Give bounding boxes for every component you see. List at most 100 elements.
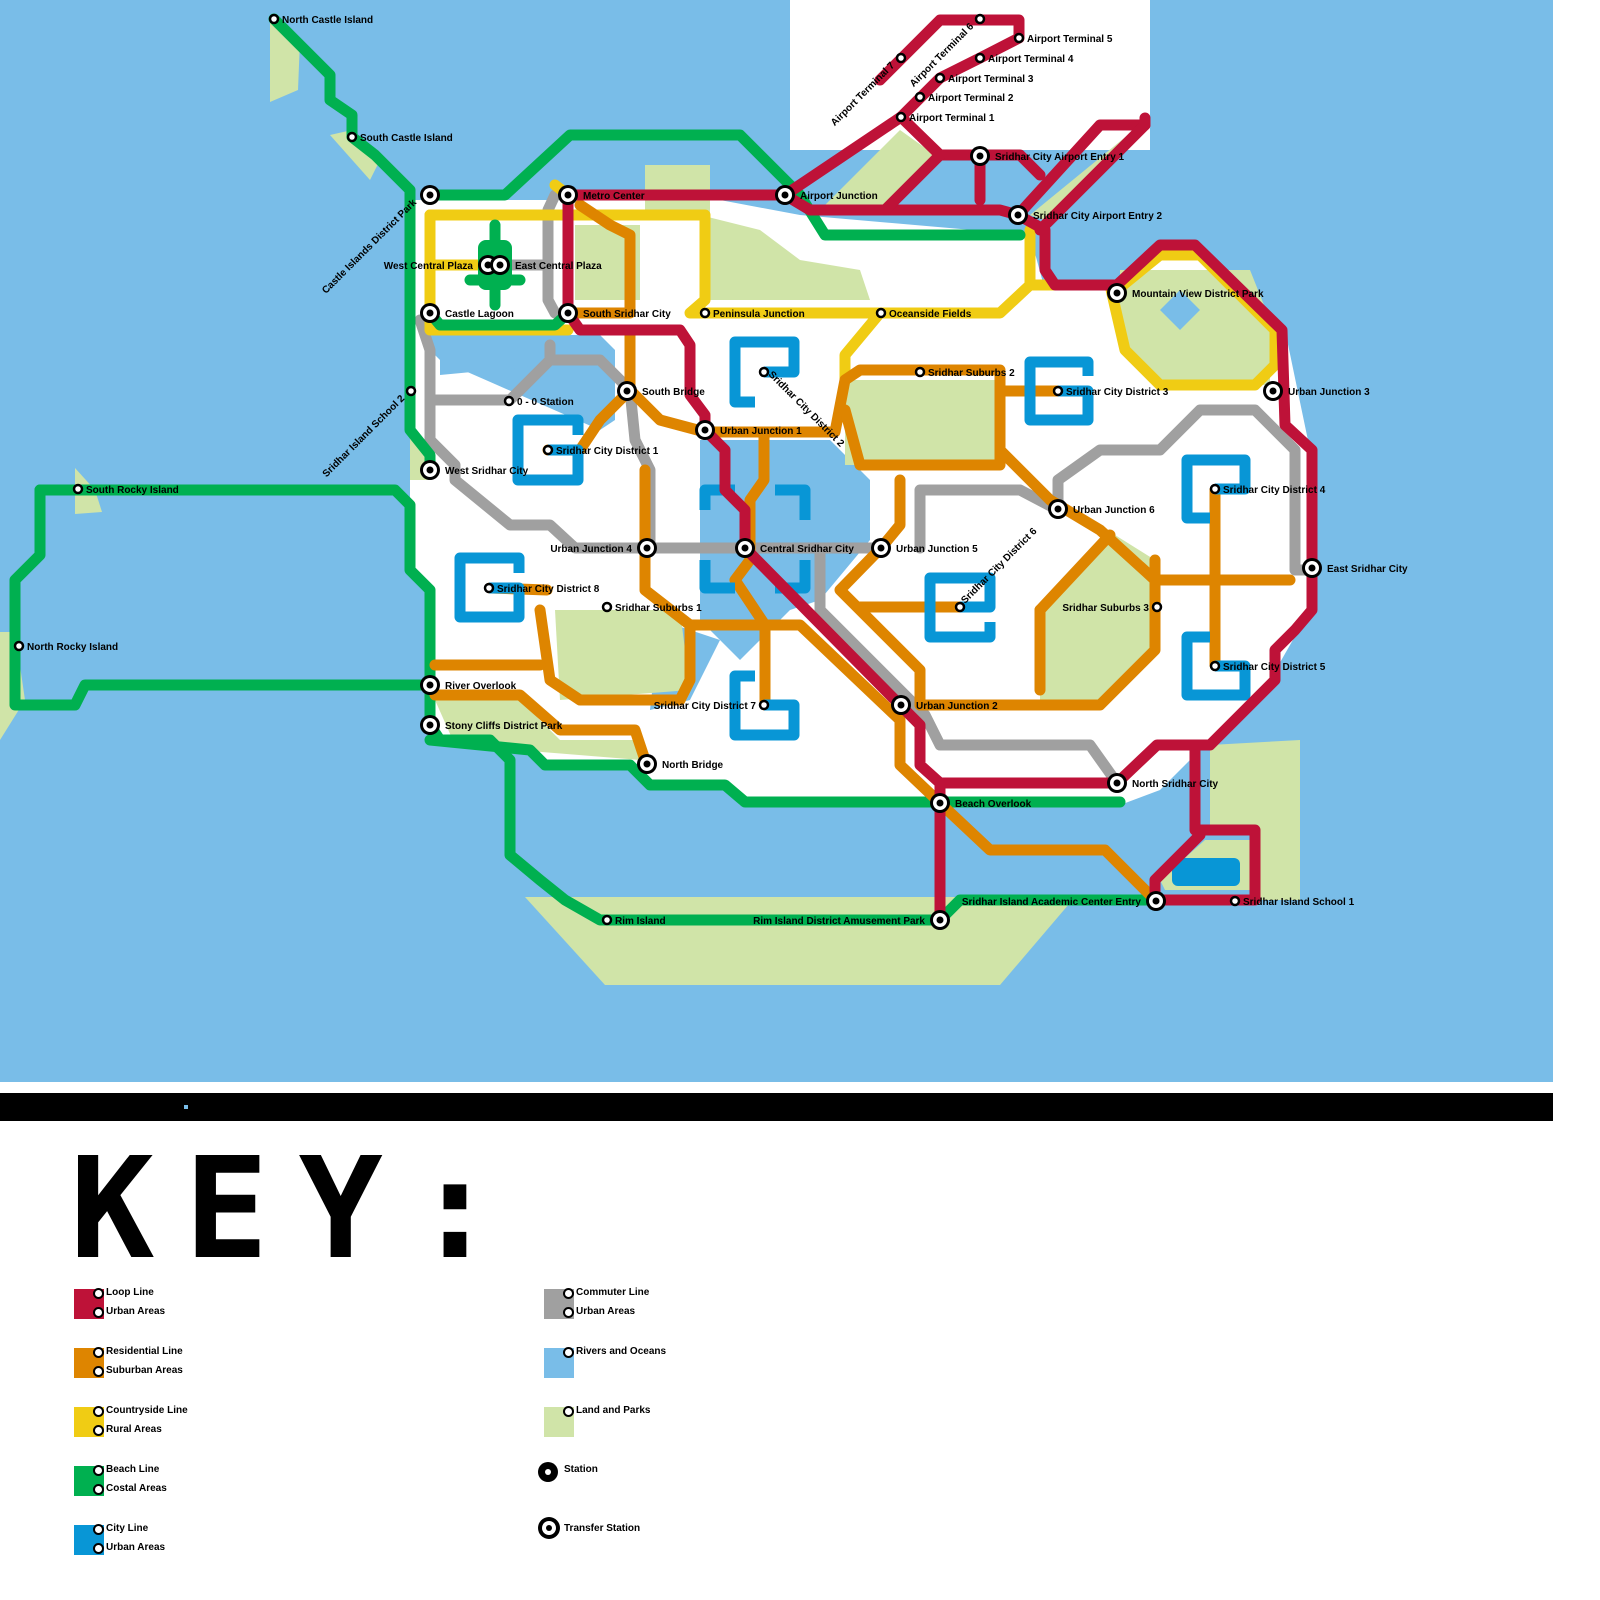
beach-line-segment-0: [268, 13, 436, 476]
legend-line-label: City Line: [106, 1523, 149, 1534]
station-sridhar-suburbs-2[interactable]: Sridhar Suburbs 2: [914, 366, 1015, 379]
station-icon: [13, 640, 25, 652]
station-north-rocky-island[interactable]: North Rocky Island: [13, 640, 118, 653]
station-beach-overlook[interactable]: Beach Overlook: [930, 793, 1032, 813]
station-label: Stony Cliffs District Park: [445, 721, 563, 732]
station-sridhar-city-airport-entry-1[interactable]: Sridhar City Airport Entry 1: [970, 146, 1125, 166]
station-sridhar-island-school-1[interactable]: Sridhar Island School 1: [1229, 895, 1355, 908]
city-line-segment-7: [454, 552, 525, 623]
station-label: Sridhar Suburbs 2: [928, 368, 1015, 379]
station-sridhar-suburbs-1[interactable]: Sridhar Suburbs 1: [601, 601, 702, 614]
transfer-center: [701, 426, 709, 434]
station-icon: [93, 1288, 104, 1299]
station-central-sridhar-city[interactable]: Central Sridhar City: [735, 538, 854, 558]
transfer-center: [1014, 211, 1022, 219]
station-urban-junction-3[interactable]: Urban Junction 3: [1263, 381, 1370, 401]
station-rim-island-district-amusement-park[interactable]: Rim Island District Amusement Park: [753, 910, 950, 930]
commuter-line-segment-6: [914, 404, 1318, 576]
station-south-sridhar-city[interactable]: South Sridhar City: [558, 303, 671, 323]
station-icon: [72, 483, 84, 495]
residential-line-segment-17: [1034, 529, 1116, 616]
station-sridhar-city-district-5[interactable]: Sridhar City District 5: [1209, 660, 1326, 673]
station-icon: [875, 307, 887, 319]
key-title: KEY:: [70, 1128, 528, 1291]
station-peninsula-junction[interactable]: Peninsula Junction: [699, 307, 805, 320]
station-icon: [93, 1425, 104, 1436]
station-north-sridhar-city[interactable]: North Sridhar City: [1107, 773, 1219, 793]
transfer-center: [741, 544, 749, 552]
transfer-center: [426, 309, 434, 317]
station-label: Sridhar City District 5: [1223, 662, 1326, 673]
station-stony-cliffs-district-park[interactable]: Stony Cliffs District Park: [420, 715, 563, 735]
station-icon: [563, 1288, 574, 1299]
station-label: Mountain View District Park: [1132, 289, 1264, 300]
station-west-sridhar-city[interactable]: West Sridhar City: [420, 460, 529, 480]
station-oceanside-fields[interactable]: Oceanside Fields: [875, 307, 972, 320]
transfer-center: [564, 309, 572, 317]
station-label: 0 - 0 Station: [517, 397, 574, 408]
station-metro-center[interactable]: Metro Center: [558, 185, 645, 205]
station-label: Urban Junction 1: [720, 426, 802, 437]
station-label: Airport Terminal 5: [1027, 34, 1113, 45]
station-airport-terminal-5[interactable]: Airport Terminal 5: [1013, 32, 1113, 45]
station-castle-lagoon[interactable]: Castle Lagoon: [420, 303, 514, 323]
station-label: South Sridhar City: [583, 309, 671, 320]
station-sridhar-suburbs-3[interactable]: Sridhar Suburbs 3: [1062, 601, 1163, 614]
station-urban-junction-5[interactable]: Urban Junction 5: [871, 538, 978, 558]
station-south-castle-island[interactable]: South Castle Island: [346, 131, 453, 144]
station-label: Oceanside Fields: [889, 309, 972, 320]
station-label: Sridhar City District 1: [556, 446, 659, 457]
transfer-center: [1054, 505, 1062, 513]
: [545, 1469, 551, 1475]
station-north-bridge[interactable]: North Bridge: [637, 754, 724, 774]
station-sridhar-city-district-4[interactable]: Sridhar City District 4: [1209, 483, 1326, 496]
station-north-castle-island[interactable]: North Castle Island: [268, 13, 373, 26]
station-urban-junction-2[interactable]: Urban Junction 2: [891, 695, 998, 715]
residential-line-segment-3: [839, 385, 1006, 471]
residential-line-segment-0: [562, 199, 636, 319]
countryside-line-segment-2: [839, 307, 886, 386]
station-south-rocky-island[interactable]: South Rocky Island: [72, 483, 179, 496]
station-urban-junction-1[interactable]: Urban Junction 1: [695, 420, 802, 440]
station-airport-terminal-3[interactable]: Airport Terminal 3: [934, 72, 1034, 85]
residential-line-segment-14: [834, 542, 926, 711]
station-icon: [563, 1406, 574, 1417]
station-label: North Castle Island: [282, 15, 373, 26]
station-sridhar-city-district-7[interactable]: Sridhar City District 7: [654, 699, 770, 712]
station-east-central-plaza[interactable]: East Central Plaza: [490, 255, 602, 275]
loop-line-segment-3: [779, 14, 1025, 201]
station-sridhar-city-airport-entry-2[interactable]: Sridhar City Airport Entry 2: [1008, 205, 1163, 225]
residential-line-segment-8: [639, 464, 1161, 906]
station-sridhar-island-academic-center-entry[interactable]: Sridhar Island Academic Center Entry: [962, 891, 1166, 911]
city-line-segment-5: [729, 336, 800, 408]
station-label: Airport Terminal 2: [928, 93, 1014, 104]
station-icon: [1052, 385, 1064, 397]
transfer-center: [564, 191, 572, 199]
station-label: Urban Junction 5: [896, 544, 978, 555]
legend-line-label: Beach Line: [106, 1464, 160, 1475]
station-icon: [503, 395, 515, 407]
station-urban-junction-6[interactable]: Urban Junction 6: [1048, 499, 1155, 519]
transfer-center: [426, 191, 434, 199]
park-land-1: [330, 130, 380, 180]
station-south-bridge[interactable]: South Bridge: [617, 381, 705, 401]
transfer-center: [426, 721, 434, 729]
station-sridhar-city-district-3[interactable]: Sridhar City District 3: [1052, 385, 1169, 398]
station-label: West Sridhar City: [445, 466, 529, 477]
station-rim-island[interactable]: Rim Island: [601, 914, 666, 927]
station-mountain-view-district-park[interactable]: Mountain View District Park: [1107, 283, 1264, 303]
station-airport-terminal-2[interactable]: Airport Terminal 2: [914, 91, 1014, 104]
station-sridhar-city-district-8[interactable]: Sridhar City District 8: [483, 582, 600, 595]
transfer-center: [1152, 897, 1160, 905]
station-airport-terminal-1[interactable]: Airport Terminal 1: [895, 111, 995, 124]
station-river-overlook[interactable]: River Overlook: [420, 675, 517, 695]
station-sridhar-city-district-1[interactable]: Sridhar City District 1: [542, 444, 659, 457]
station-airport-terminal-4[interactable]: Airport Terminal 4: [974, 52, 1074, 65]
station-east-sridhar-city[interactable]: East Sridhar City: [1302, 558, 1408, 578]
legend-item: Rivers and Oceans: [544, 1346, 844, 1388]
station-0-0-station[interactable]: 0 - 0 Station: [503, 395, 574, 408]
station-label: Sridhar City District 7: [654, 701, 757, 712]
station-airport-junction[interactable]: Airport Junction: [775, 185, 878, 205]
station-urban-junction-4[interactable]: Urban Junction 4: [550, 538, 657, 558]
